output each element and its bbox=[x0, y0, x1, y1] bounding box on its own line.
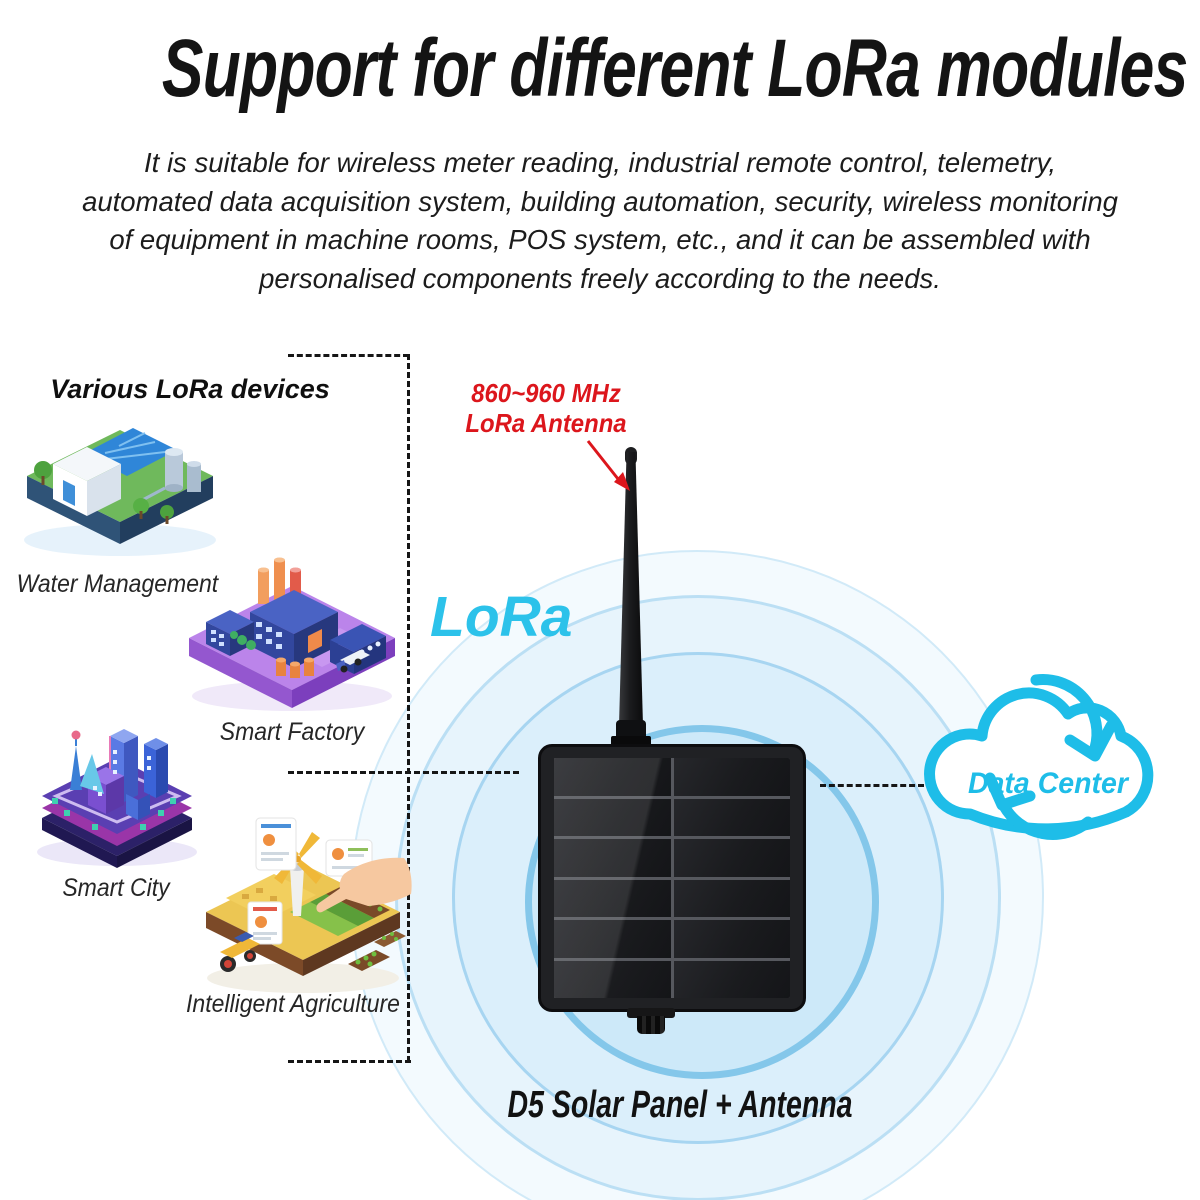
cable-gland-flange bbox=[627, 1008, 675, 1018]
smart-city-label: Smart City bbox=[62, 874, 170, 902]
antenna-annotation: 860~960 MHz LoRa Antenna bbox=[454, 378, 638, 438]
smart-factory-label: Smart Factory bbox=[219, 718, 365, 746]
description-line: of equipment in machine rooms, POS syste… bbox=[109, 224, 1091, 255]
dashed-connector-vertical bbox=[407, 354, 410, 1062]
smart-city-illustration bbox=[37, 729, 197, 868]
antenna-icon bbox=[619, 452, 643, 724]
lora-signal-label: LoRa bbox=[430, 585, 573, 649]
device-caption: D5 Solar Panel + Antenna bbox=[507, 1084, 853, 1126]
antenna-annotation-line1: 860~960 MHz bbox=[471, 378, 621, 408]
page-title: Support for different LoRa modules bbox=[161, 23, 1188, 114]
devices-heading: Various LoRa devices bbox=[50, 374, 330, 404]
description-line: automated data acquisition system, build… bbox=[82, 185, 1118, 217]
cable-gland bbox=[637, 1016, 665, 1034]
antenna-annotation-line2: LoRa Antenna bbox=[465, 408, 627, 438]
intelligent-agriculture-illustration bbox=[206, 817, 412, 993]
dashed-connector-to-cloud bbox=[820, 784, 924, 787]
water-management-label: Water Management bbox=[16, 570, 219, 598]
dashed-connector-to-device bbox=[288, 771, 519, 774]
description: It is suitable for wireless meter readin… bbox=[0, 144, 1200, 298]
data-center-label: Data Center bbox=[968, 767, 1128, 800]
header: Support for different LoRa modules bbox=[0, 22, 1200, 116]
solar-cells-grid bbox=[554, 758, 790, 998]
data-center-cloud-icon bbox=[924, 674, 1154, 840]
dashed-connector-top bbox=[288, 354, 409, 357]
water-management-illustration bbox=[24, 428, 216, 556]
smart-factory-illustration bbox=[189, 557, 395, 711]
intelligent-agriculture-label: Intelligent Agriculture bbox=[186, 990, 400, 1018]
description-line: personalised components freely according… bbox=[259, 262, 941, 294]
dashed-connector-bottom bbox=[288, 1060, 411, 1063]
description-line: It is suitable for wireless meter readin… bbox=[144, 147, 1056, 178]
antenna-nut bbox=[611, 736, 651, 746]
solar-panel bbox=[538, 744, 806, 1012]
